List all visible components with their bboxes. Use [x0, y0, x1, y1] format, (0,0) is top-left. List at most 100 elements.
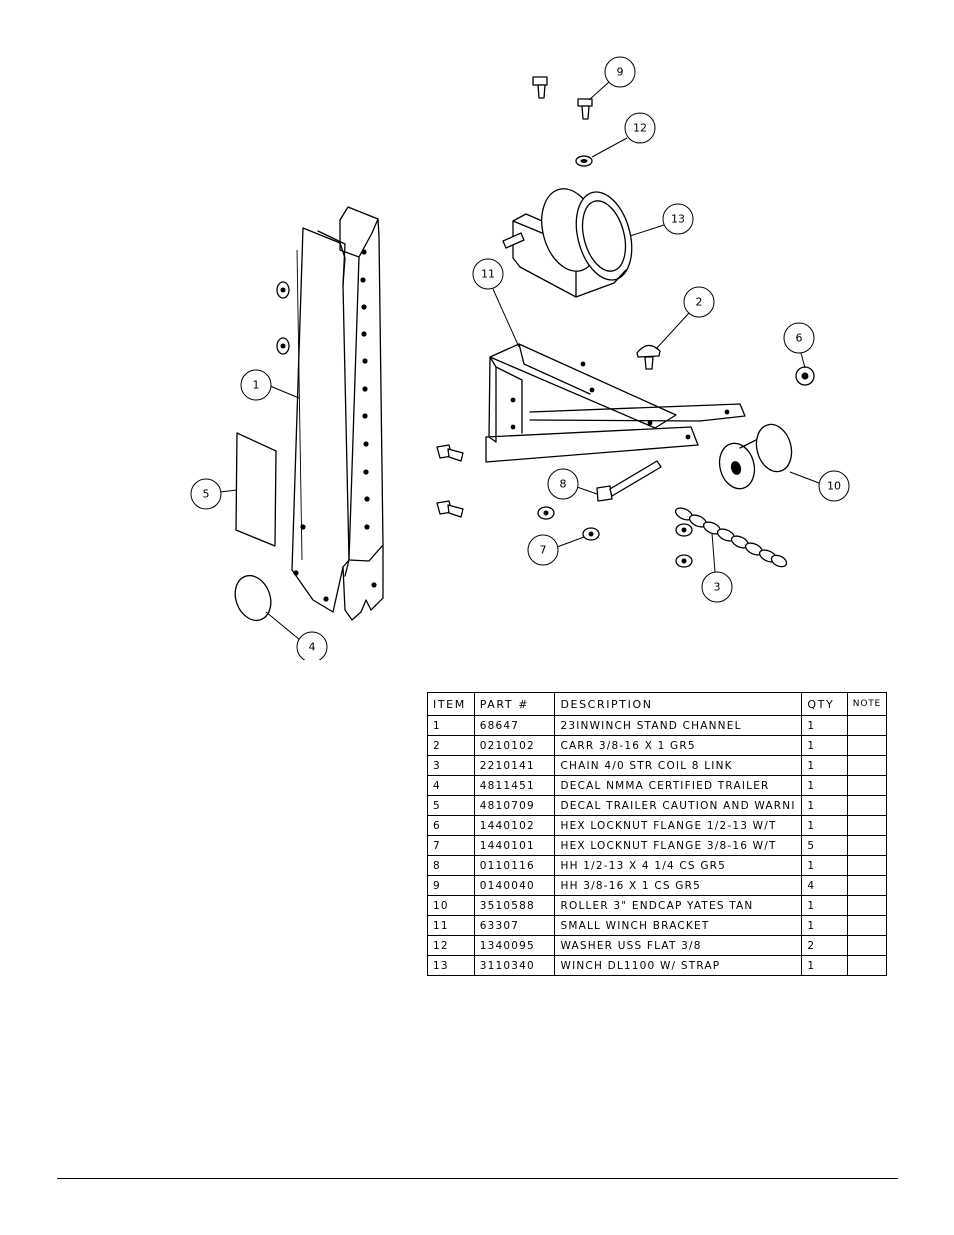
item-balloon: 2 — [683, 286, 715, 318]
cell-item: 1 — [427, 715, 475, 736]
item-balloon: 5 — [190, 478, 222, 510]
header-qty: QTY — [801, 692, 848, 716]
decal-caution-part — [235, 432, 277, 547]
cell-qty: 1 — [801, 955, 848, 976]
cell-part-number: 0140040 — [473, 875, 556, 896]
locknut-large-part — [795, 366, 815, 386]
hex-bolt-part — [436, 444, 464, 518]
item-balloon: 11 — [472, 258, 504, 290]
long-hex-bolt-part — [596, 460, 662, 502]
cell-qty: 1 — [801, 855, 848, 876]
balloon-label: 5 — [203, 488, 210, 501]
item-balloon: 9 — [604, 56, 636, 88]
cell-part-number: 1340095 — [473, 935, 556, 956]
cell-description: DECAL TRAILER CAUTION AND WARNI — [554, 795, 803, 816]
cell-part-number: 68647 — [473, 715, 556, 736]
balloon-label: 11 — [481, 268, 495, 281]
cell-description: ROLLER 3" ENDCAP YATES TAN — [554, 895, 803, 916]
cell-note — [846, 835, 888, 856]
header-part-number: PART # — [473, 692, 556, 716]
cell-description: CHAIN 4/0 STR COIL 8 LINK — [554, 755, 803, 776]
cell-part-number: 1440101 — [473, 835, 556, 856]
cell-item: 7 — [427, 835, 475, 856]
balloon-label: 7 — [540, 544, 547, 557]
footer-rule — [57, 1178, 898, 1179]
cell-note — [846, 955, 888, 976]
item-balloon: 13 — [662, 203, 694, 235]
cell-note — [846, 735, 888, 756]
balloon-label: 10 — [827, 480, 841, 493]
cell-description: 23INWINCH STAND CHANNEL — [554, 715, 803, 736]
cell-qty: 1 — [801, 815, 848, 836]
header-description: DESCRIPTION — [554, 692, 803, 716]
cell-description: HH 1/2-13 X 4 1/4 CS GR5 — [554, 855, 803, 876]
cell-note — [846, 755, 888, 776]
balloon-label: 9 — [617, 66, 624, 79]
cell-item: 10 — [427, 895, 475, 916]
chain-part — [674, 507, 788, 568]
balloon-label: 13 — [671, 213, 685, 226]
cell-note — [846, 875, 888, 896]
cell-note — [846, 775, 888, 796]
cell-note — [846, 715, 888, 736]
cell-part-number: 4810709 — [473, 795, 556, 816]
item-balloon: 8 — [547, 468, 579, 500]
cell-item: 2 — [427, 735, 475, 756]
cell-qty: 1 — [801, 775, 848, 796]
cell-note — [846, 915, 888, 936]
item-balloon: 10 — [818, 470, 850, 502]
balloon-label: 1 — [253, 379, 260, 392]
winch-part — [502, 188, 633, 298]
cell-qty: 1 — [801, 755, 848, 776]
cell-description: HEX LOCKNUT FLANGE 1/2-13 W/T — [554, 815, 803, 836]
cell-description: DECAL NMMA CERTIFIED TRAILER — [554, 775, 803, 796]
cell-part-number: 1440102 — [473, 815, 556, 836]
cell-qty: 1 — [801, 895, 848, 916]
item-balloon: 6 — [783, 322, 815, 354]
balloon-label: 8 — [560, 478, 567, 491]
cell-qty: 4 — [801, 875, 848, 896]
cell-item: 13 — [427, 955, 475, 976]
cell-item: 4 — [427, 775, 475, 796]
cell-part-number: 2210141 — [473, 755, 556, 776]
decal-nmma-part — [234, 574, 272, 622]
cell-item: 12 — [427, 935, 475, 956]
cell-qty: 5 — [801, 835, 848, 856]
winch-bracket-part — [485, 343, 746, 463]
cell-description: HEX LOCKNUT FLANGE 3/8-16 W/T — [554, 835, 803, 856]
item-balloon: 4 — [296, 631, 328, 660]
cell-part-number: 0110116 — [473, 855, 556, 876]
cell-item: 8 — [427, 855, 475, 876]
cell-qty: 2 — [801, 935, 848, 956]
cell-note — [846, 935, 888, 956]
cell-description: CARR 3/8-16 X 1 GR5 — [554, 735, 803, 756]
stand-channel-part — [291, 206, 384, 621]
balloon-label: 2 — [696, 296, 703, 309]
item-balloon: 3 — [701, 571, 733, 603]
cell-item: 5 — [427, 795, 475, 816]
locknut-part — [537, 506, 693, 568]
cell-qty: 1 — [801, 715, 848, 736]
cell-item: 9 — [427, 875, 475, 896]
cell-note — [846, 815, 888, 836]
hex-bolt-part — [532, 76, 593, 120]
cell-part-number: 3110340 — [473, 955, 556, 976]
roller-part — [718, 423, 793, 490]
cell-item: 3 — [427, 755, 475, 776]
cell-description: WASHER USS FLAT 3/8 — [554, 935, 803, 956]
cell-description: SMALL WINCH BRACKET — [554, 915, 803, 936]
